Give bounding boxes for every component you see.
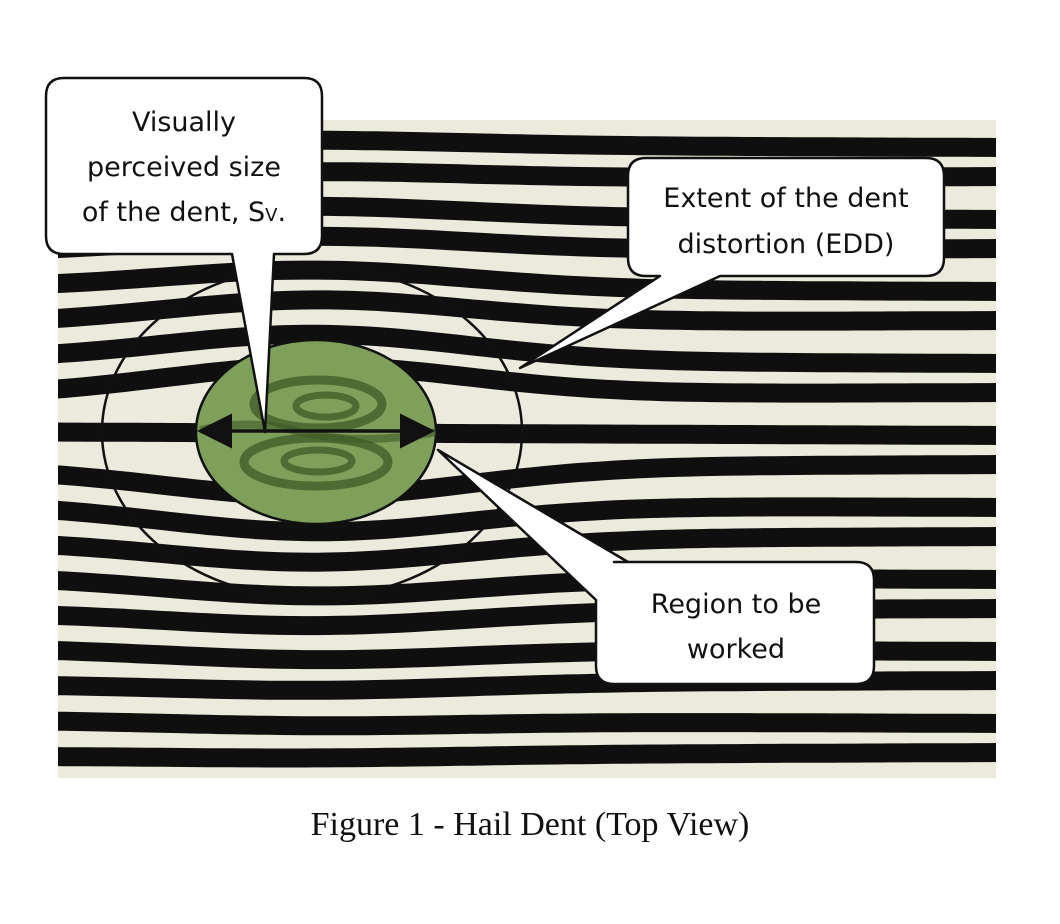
- stripe-line: [58, 290, 996, 331]
- callout-visual-size-bubble: [44, 76, 324, 434]
- stripe-line: [58, 324, 996, 373]
- callout-edd-bubble: [518, 156, 946, 370]
- figure-caption: Figure 1 - Hail Dent (Top View): [310, 806, 750, 843]
- callout-visual-size: Visually perceived size of the dent, SV.: [44, 76, 324, 434]
- callout-visual-size-line2: perceived size: [87, 152, 281, 183]
- stripe-line: [40, 792, 1000, 795]
- callout-visual-size-subscript: V: [265, 205, 278, 226]
- stripe-line: [58, 356, 996, 403]
- stripe-line: [58, 527, 996, 572]
- callout-visual-size-line3: of the dent, SV.: [82, 197, 286, 228]
- stripe-line: [58, 711, 996, 736]
- callout-edd-line1: Extent of the dent: [663, 183, 908, 214]
- edd-outline: [100, 264, 524, 600]
- stripe-line: [58, 743, 996, 768]
- stripe-line: [58, 422, 996, 445]
- callout-region-line2: worked: [687, 634, 785, 665]
- callout-visual-size-line3-suffix: .: [278, 197, 287, 228]
- stripe-line: [58, 260, 996, 301]
- callout-region-bubble: [436, 448, 876, 686]
- callout-visual-size-line1: Visually: [132, 107, 236, 138]
- callout-region: Region to be worked: [436, 448, 876, 686]
- callout-edd: Extent of the dent distortion (EDD): [518, 156, 946, 370]
- callout-region-line1: Region to be: [651, 589, 821, 620]
- callout-edd-line2: distortion (EDD): [678, 229, 895, 260]
- callout-visual-size-line3-prefix: of the dent, S: [82, 197, 265, 228]
- stripe-line: [58, 455, 996, 506]
